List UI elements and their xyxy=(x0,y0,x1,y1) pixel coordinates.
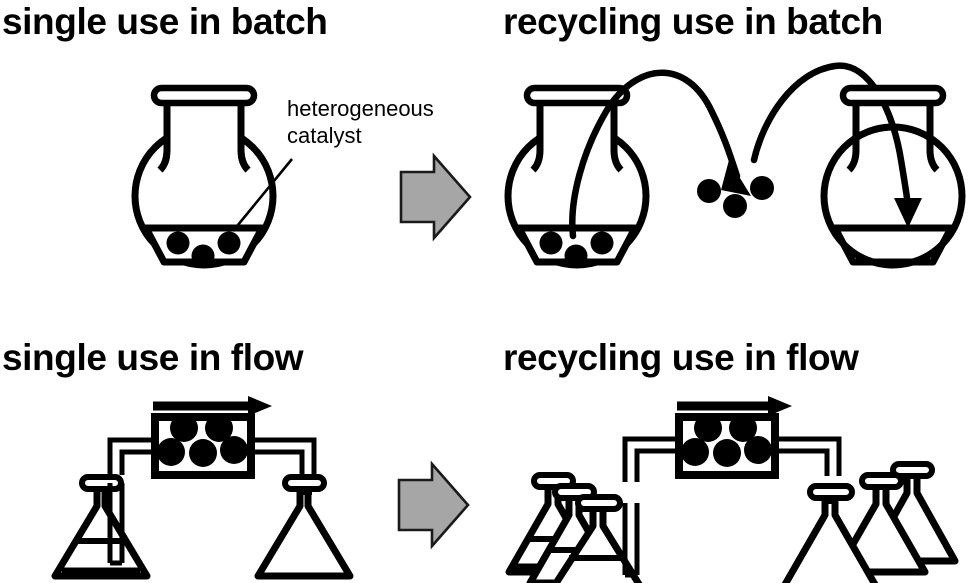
erlenmeyer-flask-source-front xyxy=(551,494,643,583)
panel-single-use-in-flow: single use in flow xyxy=(0,300,488,583)
callout-line-1: heterogeneous xyxy=(287,96,434,121)
round-bottom-flask-receiver xyxy=(820,84,966,269)
callout-heterogeneous-catalyst: heterogeneous catalyst xyxy=(287,95,434,149)
flask-rim xyxy=(79,474,124,492)
flask-rim xyxy=(890,461,935,479)
catalyst-particle xyxy=(170,414,198,442)
catalyst-particle xyxy=(166,231,190,255)
erlenmeyer-flask-source xyxy=(51,474,151,580)
artwork-single-use-in-flow xyxy=(51,396,470,580)
artwork-single-use-in-batch xyxy=(131,84,472,269)
gray-block-arrow-right xyxy=(397,460,470,550)
catalyst-particle xyxy=(539,231,563,255)
callout-leader-line xyxy=(231,158,294,232)
catalyst-particle xyxy=(189,439,217,467)
catalyst-particle xyxy=(157,438,185,466)
catalyst-particle xyxy=(191,244,215,268)
arrowhead-reuse xyxy=(894,198,922,228)
panel-title-single-use-in-batch: single use in batch xyxy=(2,1,328,42)
panel-recycling-use-in-flow: recycling use in flow xyxy=(487,300,975,583)
packed-bed-reactor xyxy=(675,413,779,479)
catalyst-particle xyxy=(750,176,774,200)
catalyst-particle xyxy=(220,436,248,464)
catalyst-particle xyxy=(217,231,241,255)
catalyst-particle xyxy=(729,414,757,442)
round-bottom-flask xyxy=(131,84,277,269)
catalyst-particle xyxy=(590,231,614,255)
arrowhead-recovery xyxy=(721,160,751,196)
recovered-catalyst-particles xyxy=(697,176,774,218)
flow-tubing xyxy=(622,436,842,482)
panel-recycling-use-in-batch: recycling use in batch xyxy=(487,0,975,300)
catalyst-particle xyxy=(681,438,709,466)
gray-block-arrow-right xyxy=(399,152,472,242)
arrowhead-flow xyxy=(248,396,272,416)
catalyst-particle xyxy=(564,244,588,268)
flask-rim xyxy=(859,472,904,490)
panel-single-use-in-batch: single use in batch xyxy=(0,0,488,300)
catalyst-particle xyxy=(713,439,741,467)
recovery-arc xyxy=(569,69,751,240)
catalyst-particle xyxy=(744,436,772,464)
arrowhead-flow xyxy=(768,396,792,416)
artwork-recycling-use-in-flow xyxy=(505,396,959,583)
panel-title-recycling-use-in-batch: recycling use in batch xyxy=(503,1,883,42)
flow-tubing xyxy=(107,437,317,475)
catalyst-particle xyxy=(694,414,722,442)
catalyst-particle xyxy=(205,414,233,442)
erlenmeyer-flask-receiver xyxy=(254,474,354,580)
flow-direction-arrow xyxy=(153,396,272,416)
round-bottom-flask-source xyxy=(504,84,650,269)
reuse-arc xyxy=(750,62,922,228)
flask-rim xyxy=(839,84,947,107)
catalyst-particle xyxy=(697,179,721,203)
artwork-recycling-use-in-batch xyxy=(504,62,966,269)
packed-bed-reactor xyxy=(151,413,255,479)
callout-line-2: catalyst xyxy=(287,123,362,148)
erlenmeyer-flask-receiver-front xyxy=(781,483,879,583)
catalyst-particle xyxy=(723,194,747,218)
flask-rim xyxy=(575,494,623,512)
panel-title-single-use-in-flow: single use in flow xyxy=(2,337,304,378)
flow-direction-arrow xyxy=(677,396,792,416)
panel-title-recycling-use-in-flow: recycling use in flow xyxy=(503,337,859,378)
liquid-level xyxy=(831,224,955,266)
flask-rim xyxy=(150,84,258,107)
flask-rim xyxy=(523,84,631,107)
